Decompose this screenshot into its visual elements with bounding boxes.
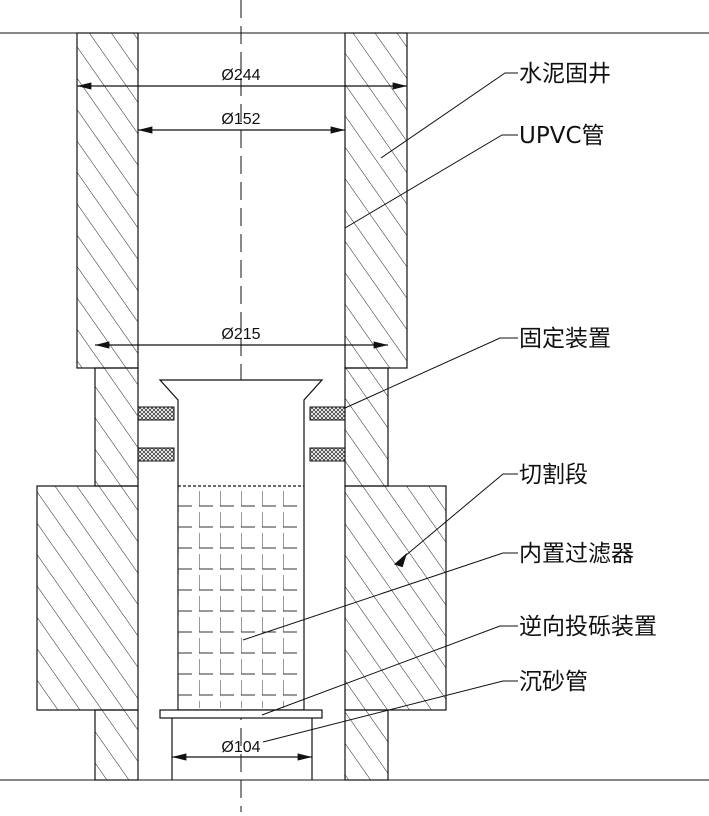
wall-mid-section	[94, 367, 389, 487]
label-cement: 水泥固井	[519, 61, 611, 87]
label-fixing: 固定装置	[519, 326, 611, 352]
label-cutting: 切割段	[519, 462, 588, 488]
label-filter: 内置过滤器	[519, 541, 634, 567]
leader-lines	[242, 72, 518, 743]
label-upvc: UPVC管	[519, 123, 605, 149]
dimension-lines	[77, 82, 407, 761]
cutting-arrow-icon	[394, 552, 407, 568]
dim-104: Ø104	[221, 739, 260, 756]
fixing-device	[137, 406, 346, 462]
pipe-wall-lower	[94, 709, 389, 781]
inner-filter	[158, 379, 324, 711]
dim-244: Ø244	[221, 67, 260, 84]
dim-152: Ø152	[221, 111, 260, 128]
label-reverse-gravel: 逆向投砾装置	[519, 614, 657, 640]
cutting-section	[36, 485, 447, 711]
reverse-gravel-plate	[159, 709, 323, 719]
label-sand-pipe: 沉砂管	[519, 669, 588, 695]
dim-215: Ø215	[221, 326, 260, 343]
